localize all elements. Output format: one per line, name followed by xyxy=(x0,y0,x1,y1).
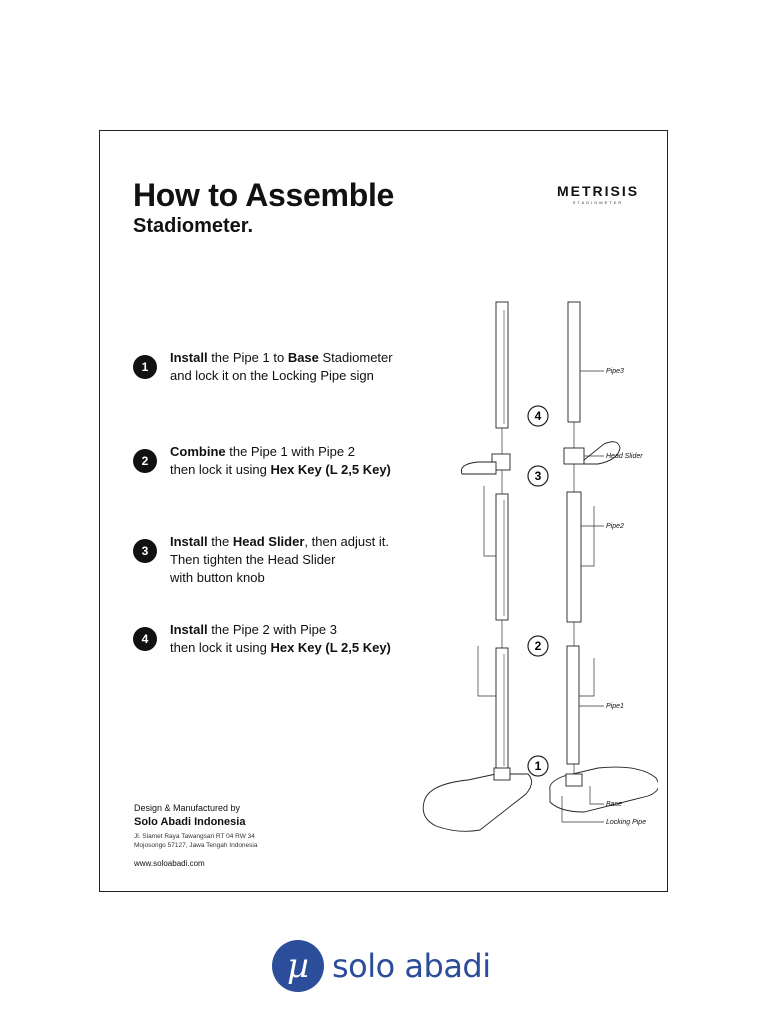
assembly-diagram-svg: 4 3 2 1 Pipe3 Head Slider Pipe2 Pipe1 Ba… xyxy=(422,301,660,832)
plain-text: then lock it using xyxy=(170,462,271,477)
plain-text: the xyxy=(207,534,233,549)
label-base: Base xyxy=(606,801,622,808)
right-base-socket xyxy=(565,773,583,787)
emphasis-text: Hex Key (L 2,5 Key) xyxy=(270,462,391,477)
emphasis-text: Hex Key (L 2,5 Key) xyxy=(270,640,391,655)
marker-1: 1 xyxy=(535,759,542,773)
plain-text: , then adjust it. xyxy=(304,534,389,549)
left-pipe-middle xyxy=(495,493,509,621)
step-number-badge: 3 xyxy=(133,539,157,563)
step-line: Install the Pipe 1 to Base Stadiometer xyxy=(170,349,393,367)
left-base xyxy=(422,773,532,832)
brand-subtitle: STADIOMETER xyxy=(572,200,624,205)
label-pipe1: Pipe1 xyxy=(606,703,624,710)
emphasis-text: Install xyxy=(170,622,208,637)
address-line-1: Jl. Slamet Raya Tawangsari RT 04 RW 34 xyxy=(134,833,255,840)
address-line-2: Mojosongo 57127, Jawa Tengah Indonesia xyxy=(134,842,258,849)
emphasis-text: Head Slider xyxy=(232,534,305,549)
step-3-text: Install the Head Slider, then adjust it.… xyxy=(170,533,389,587)
plain-text: with button knob xyxy=(170,570,265,585)
brand-logo: METRISIS STADIOMETER xyxy=(548,183,648,205)
instruction-sheet: How to Assemble Stadiometer. METRISIS ST… xyxy=(99,130,668,892)
plain-text: the Pipe 1 with Pipe 2 xyxy=(225,444,355,459)
step-line: Install the Head Slider, then adjust it. xyxy=(170,533,389,551)
page-subtitle: Stadiometer. xyxy=(133,215,254,237)
right-head-slider-plate xyxy=(583,441,621,465)
plain-text: then lock it using xyxy=(170,640,271,655)
step-line: then lock it using Hex Key (L 2,5 Key) xyxy=(170,461,391,479)
step-line: Combine the Pipe 1 with Pipe 2 xyxy=(170,443,391,461)
step-number-badge: 1 xyxy=(133,355,157,379)
step-4-text: Install the Pipe 2 with Pipe 3 then lock… xyxy=(170,621,391,657)
manufacturer-name: Solo Abadi Indonesia xyxy=(134,816,246,828)
label-pipe2: Pipe2 xyxy=(606,523,624,530)
emphasis-text: Install xyxy=(170,534,208,549)
emphasis-text: Combine xyxy=(170,444,226,459)
label-pipe3: Pipe3 xyxy=(606,368,624,375)
emphasis-text: Install xyxy=(170,350,208,365)
emphasis-text: Base xyxy=(287,350,319,365)
manufacturer-info: Design & Manufactured by Solo Abadi Indo… xyxy=(134,803,257,868)
left-base-socket xyxy=(493,767,511,781)
step-line: Then tighten the Head Slider xyxy=(170,551,389,569)
right-pipe1 xyxy=(566,645,580,765)
right-head-slider-block xyxy=(563,447,585,465)
step-1-text: Install the Pipe 1 to Base Stadiometer a… xyxy=(170,349,393,385)
step-line: and lock it on the Locking Pipe sign xyxy=(170,367,393,385)
left-pipe-top xyxy=(495,301,509,429)
label-head-slider: Head Slider xyxy=(606,453,643,460)
plain-text: Then tighten the Head Slider xyxy=(170,552,336,567)
mu-logo-icon: µ xyxy=(272,940,324,992)
plain-text: the Pipe 1 to xyxy=(207,350,288,365)
plain-text: Stadiometer xyxy=(318,350,393,365)
plain-text: the Pipe 2 with Pipe 3 xyxy=(207,622,337,637)
page-title: How to Assemble xyxy=(133,177,395,213)
step-2-text: Combine the Pipe 1 with Pipe 2 then lock… xyxy=(170,443,391,479)
step-line: then lock it using Hex Key (L 2,5 Key) xyxy=(170,639,391,657)
manufacturer-address: Jl. Slamet Raya Tawangsari RT 04 RW 34 M… xyxy=(134,832,257,850)
step-number-badge: 4 xyxy=(133,627,157,651)
brand-name: METRISIS xyxy=(556,183,640,199)
plain-text: and lock it on the Locking Pipe sign xyxy=(170,368,374,383)
assembly-diagram: 4 3 2 1 Pipe3 Head Slider Pipe2 Pipe1 Ba… xyxy=(418,296,660,841)
step-line: Install the Pipe 2 with Pipe 3 xyxy=(170,621,391,639)
marker-3: 3 xyxy=(535,469,542,483)
label-locking-pipe: Locking Pipe xyxy=(606,819,646,826)
solo-abadi-logo: µ solo abadi xyxy=(272,940,491,992)
right-pipe2 xyxy=(566,491,582,623)
marker-2: 2 xyxy=(535,639,542,653)
left-pipe-bottom xyxy=(495,647,509,777)
manufacturer-label: Design & Manufactured by xyxy=(134,803,241,813)
right-pipe3 xyxy=(567,301,581,423)
website-link[interactable]: www.soloabadi.com xyxy=(134,859,205,868)
step-number-badge: 2 xyxy=(133,449,157,473)
logo-wordmark: solo abadi xyxy=(332,947,491,985)
marker-4: 4 xyxy=(535,409,542,423)
assembly-step-markers: 4 3 2 1 xyxy=(527,405,549,777)
step-line: with button knob xyxy=(170,569,389,587)
left-head-slider-plate xyxy=(460,461,497,475)
